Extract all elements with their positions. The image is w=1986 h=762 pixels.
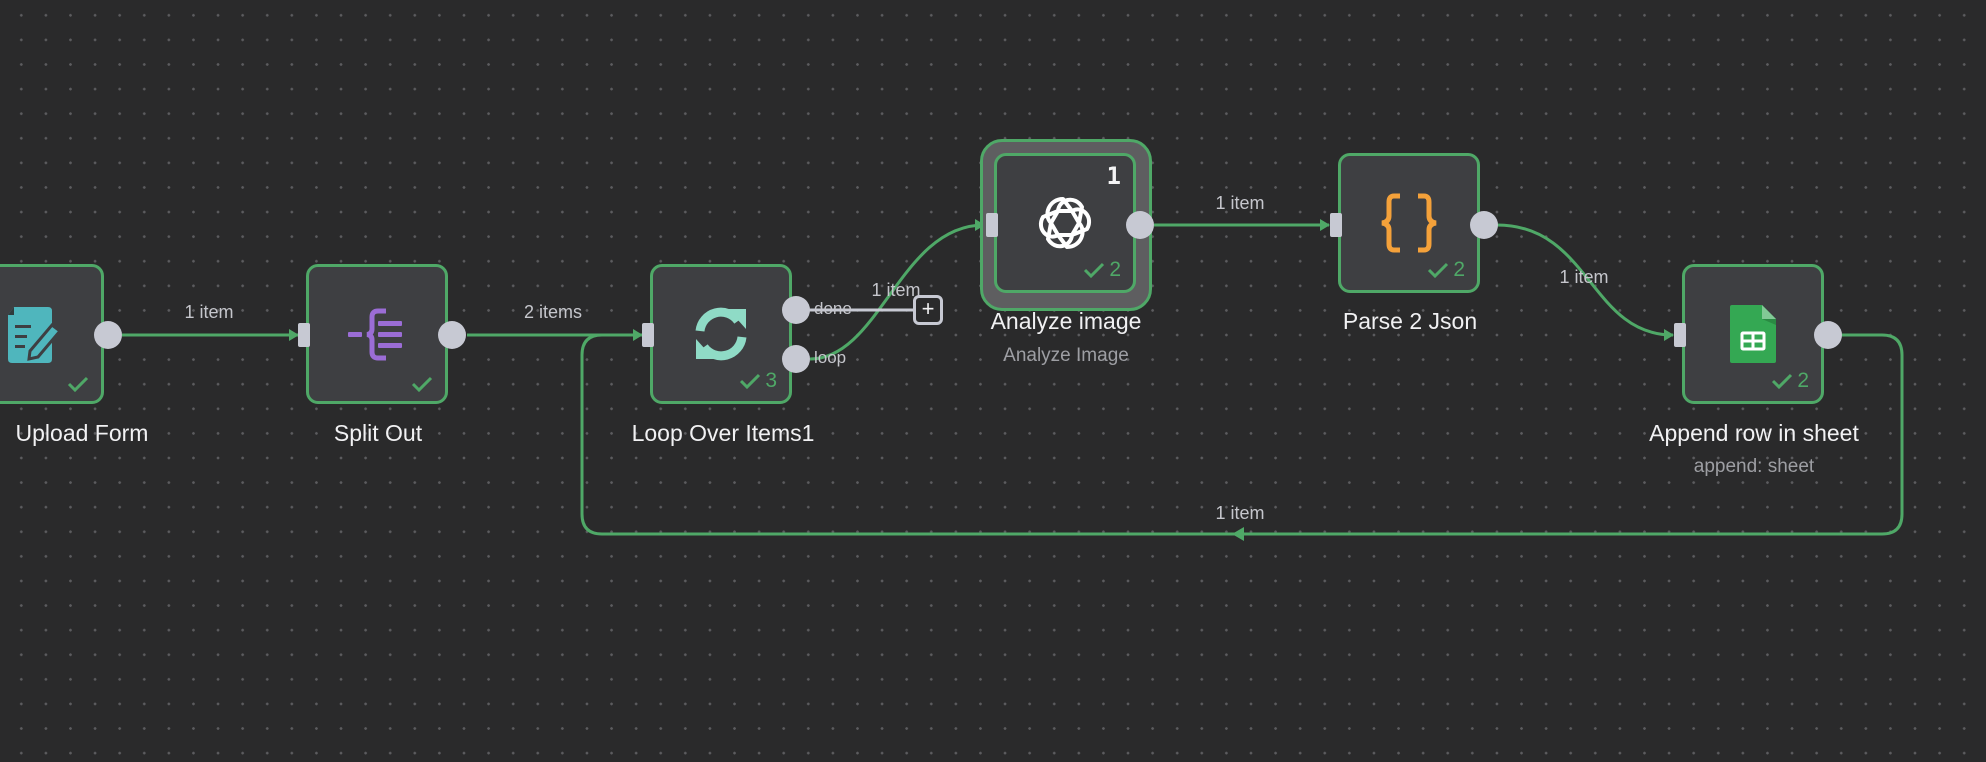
openai-icon: [1032, 190, 1098, 256]
node-label: Analyze image: [990, 308, 1142, 334]
success-status: 2: [1083, 258, 1121, 282]
success-status: 3: [739, 369, 777, 393]
node-label: Split Out: [333, 420, 423, 446]
success-status: [411, 375, 433, 393]
success-status: 2: [1427, 258, 1465, 282]
success-status: [67, 375, 89, 393]
output-handle[interactable]: [1470, 211, 1498, 239]
edge-label: 1 item: [871, 280, 921, 300]
check-icon: [740, 373, 761, 390]
input-handle[interactable]: [1330, 213, 1342, 237]
check-icon: [1428, 262, 1449, 279]
check-icon: [1772, 373, 1793, 390]
edge-loop-to-analyze[interactable]: [809, 219, 985, 361]
node-append-row[interactable]: 2: [1682, 264, 1824, 404]
code-braces-icon: [1376, 190, 1442, 256]
edge-label: 1 item: [1559, 267, 1609, 287]
input-handle[interactable]: [298, 323, 310, 347]
node-split-out[interactable]: [306, 264, 448, 404]
item-count: 2: [1109, 258, 1121, 281]
output-handle-loop[interactable]: [782, 345, 810, 373]
node-loop-over-items[interactable]: 3: [650, 264, 792, 404]
node-subtitle: Analyze Image: [1003, 345, 1129, 366]
node-label: Upload Form: [15, 420, 149, 446]
add-node-button[interactable]: +: [913, 295, 943, 325]
edge-direction-arrow: [1232, 527, 1244, 541]
edge-label: 1 item: [1215, 503, 1265, 523]
output-handle[interactable]: [1126, 211, 1154, 239]
loop-sync-icon: [688, 301, 754, 367]
node-upload-form[interactable]: [0, 264, 104, 404]
edge-label: 2 items: [523, 302, 583, 322]
output-handle[interactable]: [94, 321, 122, 349]
output-handle-done[interactable]: [782, 296, 810, 324]
edge-parse-to-append[interactable]: [1496, 223, 1674, 341]
node-analyze-image[interactable]: 1 2: [994, 153, 1136, 293]
item-count: 3: [765, 369, 777, 392]
check-icon: [1084, 262, 1105, 279]
node-label: Loop Over Items1: [631, 420, 815, 446]
input-handle[interactable]: [642, 323, 654, 347]
edge-label: 1 item: [184, 302, 234, 322]
form-edit-icon: [0, 301, 66, 367]
pinned-badge: 1: [1106, 162, 1121, 190]
node-subtitle: append: sheet: [1693, 456, 1815, 477]
item-count: 2: [1453, 258, 1465, 281]
google-sheets-icon: [1720, 301, 1786, 367]
split-out-icon: [344, 301, 410, 367]
check-icon: [67, 376, 89, 393]
node-parse-json[interactable]: 2: [1338, 153, 1480, 293]
input-handle[interactable]: [1674, 323, 1686, 347]
port-label-done: done: [814, 299, 852, 318]
port-label-loop: loop: [814, 348, 847, 367]
item-count: 2: [1797, 369, 1809, 392]
output-handle[interactable]: [1814, 321, 1842, 349]
node-label: Parse 2 Json: [1342, 308, 1478, 334]
check-icon: [411, 376, 433, 393]
output-handle[interactable]: [438, 321, 466, 349]
success-status: 2: [1771, 369, 1809, 393]
input-handle[interactable]: [986, 213, 998, 237]
node-label: Append row in sheet: [1649, 420, 1859, 446]
edge-label: 1 item: [1215, 193, 1265, 213]
